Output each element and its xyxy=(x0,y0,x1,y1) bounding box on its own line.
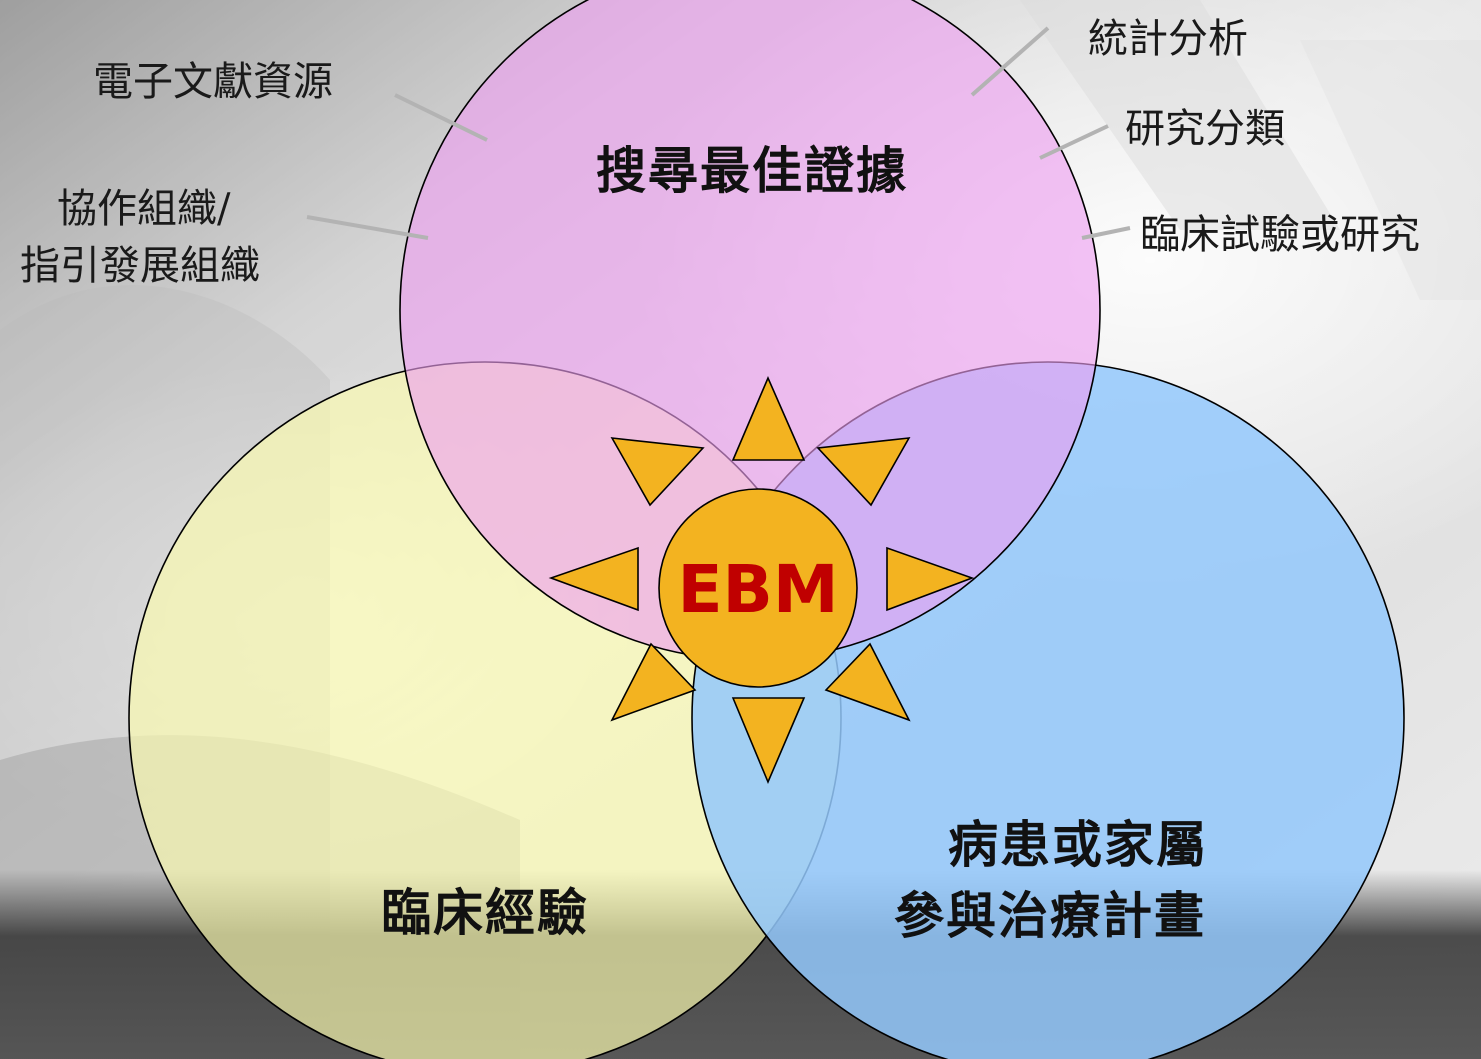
leader-line-clinical-trials xyxy=(1081,226,1131,240)
callout-statistical-analysis: 統計分析 xyxy=(1088,16,1248,62)
ray-down xyxy=(731,697,806,785)
ray-up xyxy=(731,375,806,461)
right-circle-label-line2: 參與治療計畫 xyxy=(894,887,1206,945)
ray-right xyxy=(886,546,975,612)
left-circle-label: 臨床經驗 xyxy=(381,884,589,942)
leader-line-electronic-resources xyxy=(394,93,488,142)
callout-lines xyxy=(306,26,1131,240)
ray-up-right xyxy=(816,437,911,507)
leader-line-collab-org xyxy=(306,215,429,240)
callout-collab-org-line1: 協作組織/ xyxy=(57,186,231,232)
right-circle-label-line1: 病患或家屬 xyxy=(948,816,1208,874)
top-circle-label: 搜尋最佳證據 xyxy=(596,142,908,200)
ray-down-right xyxy=(824,642,911,722)
callout-research-classification: 研究分類 xyxy=(1125,106,1285,152)
ray-down-left xyxy=(610,642,697,722)
leader-line-statistical-analysis xyxy=(970,26,1050,97)
sun-rays xyxy=(548,375,975,785)
leader-line-research-classification xyxy=(1039,124,1109,160)
ebm-label: EBM xyxy=(677,551,838,628)
sun-center xyxy=(658,488,858,688)
callout-clinical-trials: 臨床試驗或研究 xyxy=(1140,212,1420,258)
ray-left xyxy=(548,546,639,612)
callout-collab-org-line2: 指引發展組織 xyxy=(20,243,260,289)
callout-electronic-resources: 電子文獻資源 xyxy=(93,59,333,105)
ray-up-left xyxy=(610,437,705,507)
